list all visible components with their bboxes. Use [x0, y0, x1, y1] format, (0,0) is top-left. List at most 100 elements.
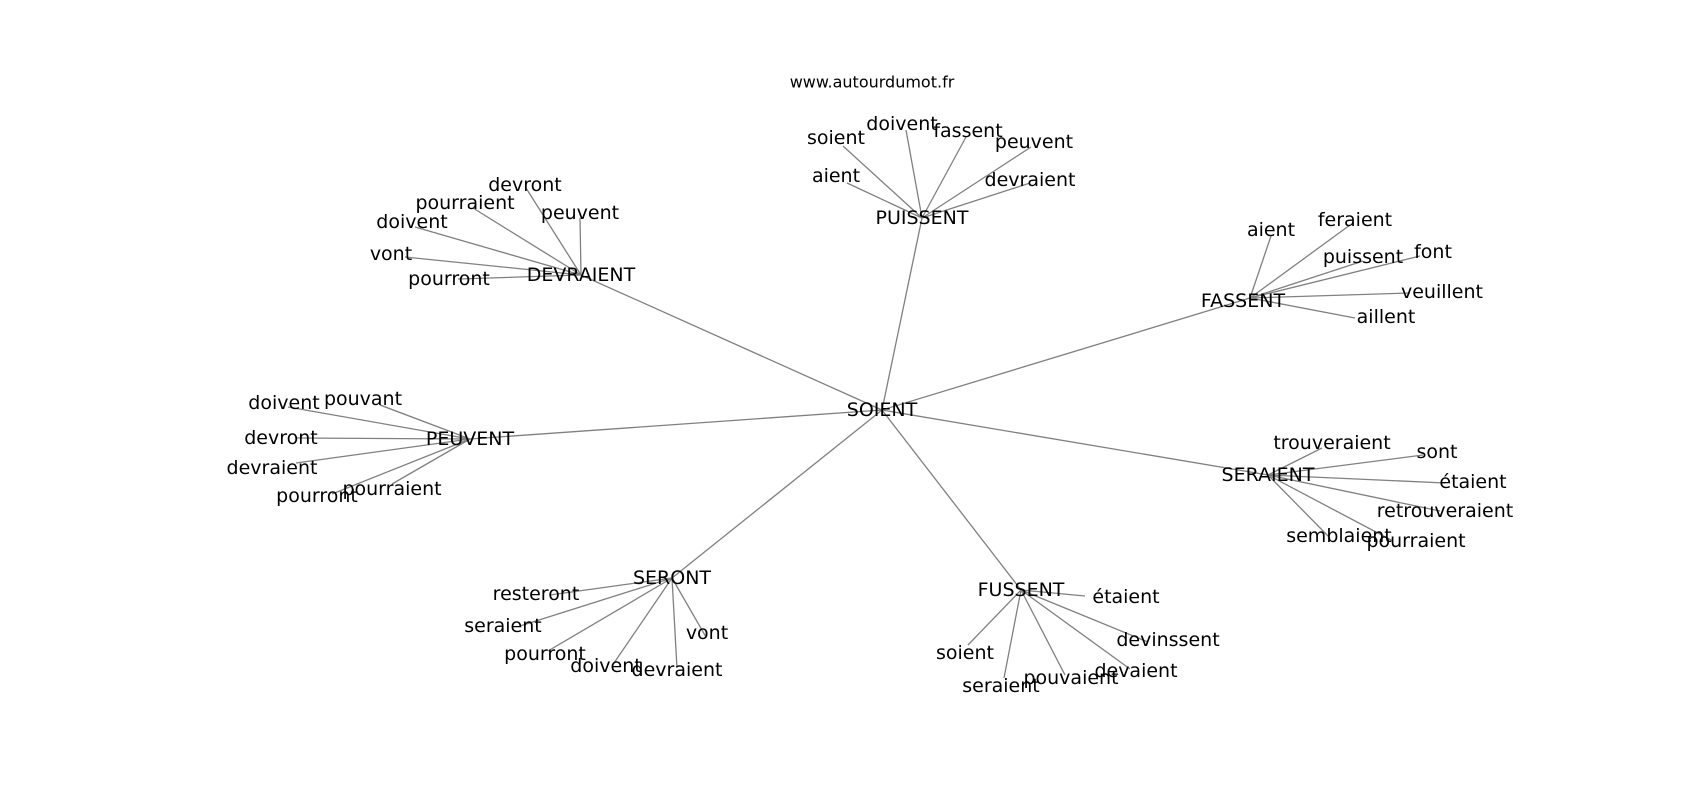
leaf-node-label: seraient [962, 675, 1040, 697]
leaf-node-label: devraient [227, 457, 318, 479]
leaf-node-label: doivent [248, 392, 319, 414]
edge-devraient-leaf [525, 187, 582, 276]
edge-puissent-leaf [921, 136, 967, 219]
hub-node-label: FUSSENT [978, 579, 1065, 601]
edge-center-to-fassent [881, 297, 1251, 411]
edge-seront-leaf [613, 577, 673, 664]
edge-center-to-seront [671, 409, 883, 579]
edge-fussent-leaf [1020, 589, 1149, 643]
leaf-node-label: devaient [1094, 660, 1177, 682]
edge-peuvent-leaf [391, 438, 471, 485]
edge-fassent-leaf [1249, 260, 1364, 299]
leaf-node-label: aient [812, 165, 860, 187]
edge-center-to-seraient [881, 409, 1269, 476]
leaf-node-label: doivent [570, 655, 641, 677]
leaf-node-label: pourront [276, 485, 358, 507]
leaf-node-label: resteront [493, 583, 580, 605]
leaf-node-label: devront [244, 427, 318, 449]
leaf-node-label: devront [488, 174, 562, 196]
leaf-node-label: pourraient [1366, 530, 1465, 552]
leaf-node-label: peuvent [541, 202, 619, 224]
edge-peuvent-leaf [287, 406, 471, 440]
leaf-node-label: pourraient [415, 192, 514, 214]
edge-seront-leaf [671, 577, 707, 638]
edge-devraient-leaf [457, 274, 582, 280]
center-node-label: SOIENT [847, 399, 918, 421]
edge-fassent-leaf [1249, 235, 1272, 299]
leaf-node-label: retrouveraient [1377, 500, 1513, 522]
edge-puissent-leaf [921, 146, 1032, 219]
leaf-node-label: doivent [376, 211, 447, 233]
graph-nodes: SOIENTPUISSENTsoientdoiventfassentpeuven… [227, 113, 1514, 697]
leaf-node-label: vont [686, 622, 728, 644]
edge-center-to-fussent [881, 409, 1022, 591]
edge-fussent-leaf [1020, 589, 1066, 676]
leaf-node-label: trouveraient [1273, 432, 1390, 454]
source-url: www.autourdumot.fr [790, 73, 955, 92]
edge-devraient-leaf [579, 217, 582, 276]
edge-peuvent-leaf [295, 438, 471, 464]
edge-seraient-leaf [1267, 474, 1446, 484]
leaf-node-label: aient [1247, 219, 1295, 241]
edge-peuvent-leaf [331, 438, 471, 495]
hub-node-label: DEVRAIENT [527, 264, 636, 286]
leaf-node-label: doivent [866, 113, 937, 135]
edge-seraient-leaf [1267, 447, 1323, 476]
leaf-node-label: soient [807, 127, 865, 149]
edge-fussent-leaf [967, 589, 1022, 646]
edge-center-to-devraient [580, 274, 883, 411]
edge-fassent-leaf [1249, 297, 1356, 319]
leaf-node-label: pourront [408, 268, 490, 290]
leaf-node-label: devinssent [1116, 629, 1219, 651]
edge-devraient-leaf [414, 226, 582, 276]
edge-puissent-leaf [846, 182, 923, 219]
leaf-node-label: étaient [1092, 586, 1159, 608]
leaf-node-label: aillent [1357, 306, 1416, 328]
edge-center-to-peuvent [469, 409, 883, 440]
edge-seront-leaf [671, 577, 678, 669]
edge-fussent-leaf [1020, 589, 1086, 597]
edge-center-to-puissent [881, 217, 923, 411]
leaf-node-label: pouvaient [1023, 667, 1118, 689]
edge-devraient-leaf [472, 207, 582, 276]
edge-seraient-leaf [1267, 474, 1441, 512]
edge-seront-leaf [549, 577, 673, 596]
edge-puissent-leaf [905, 129, 923, 219]
edge-fussent-leaf [1020, 589, 1131, 670]
leaf-node-label: font [1414, 241, 1452, 263]
edge-puissent-leaf [842, 145, 923, 219]
edge-peuvent-leaf [295, 437, 471, 440]
leaf-node-label: pourraient [342, 478, 441, 500]
leaf-node-label: semblaient [1286, 525, 1392, 547]
leaf-node-label: puissent [1323, 246, 1403, 268]
leaf-node-label: pouvant [324, 388, 402, 410]
edge-seraient-leaf [1267, 454, 1424, 476]
leaf-node-label: veuillent [1401, 281, 1483, 303]
hub-node-label: PEUVENT [426, 428, 515, 450]
leaf-node-label: fassent [933, 120, 1002, 142]
leaf-node-label: vont [370, 243, 412, 265]
hub-node-label: SERONT [633, 567, 711, 589]
leaf-node-label: soient [936, 642, 994, 664]
leaf-node-label: pourront [504, 643, 586, 665]
leaf-node-label: devraient [632, 659, 723, 681]
hub-node-label: PUISSENT [876, 207, 969, 229]
hub-node-label: FASSENT [1201, 290, 1286, 312]
edge-peuvent-leaf [379, 404, 471, 440]
leaf-node-label: peuvent [995, 131, 1073, 153]
edge-devraient-leaf [404, 256, 582, 276]
leaf-node-label: devraient [985, 169, 1076, 191]
leaf-node-label: seraient [464, 615, 542, 637]
leaf-node-label: étaient [1439, 471, 1506, 493]
edge-fassent-leaf [1249, 292, 1411, 299]
hub-node-label: SERAIENT [1222, 464, 1315, 486]
leaf-node-label: sont [1416, 441, 1457, 463]
edge-fassent-leaf [1249, 224, 1351, 299]
edge-seraient-leaf [1267, 474, 1394, 542]
edge-fussent-leaf [1003, 589, 1022, 679]
graph-edges [287, 129, 1446, 679]
edge-puissent-leaf [921, 182, 1031, 219]
edge-seront-leaf [519, 577, 673, 627]
leaf-node-label: feraient [1318, 209, 1392, 231]
